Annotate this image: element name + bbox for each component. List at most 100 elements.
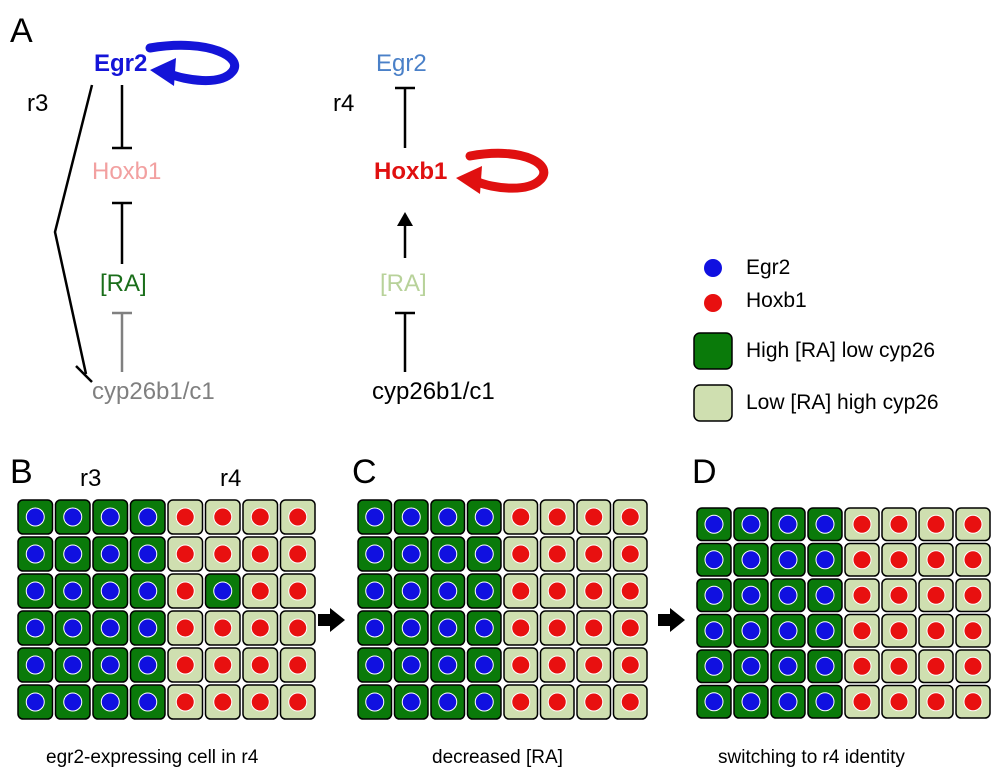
hoxb1-nucleus-b-1-7	[288, 544, 308, 564]
egr2-nucleus-b-5-2	[100, 692, 120, 712]
egr2-nucleus-b-0-1	[63, 507, 83, 527]
hoxb1-nucleus-c-3-4	[511, 618, 531, 638]
hoxb1-nucleus-b-3-7	[288, 618, 308, 638]
panel-label-c: C	[352, 453, 377, 491]
hoxb1-nucleus-d-1-5	[889, 550, 909, 570]
egr2-nucleus-b-1-2	[100, 544, 120, 564]
egr2-nucleus-d-2-0	[704, 585, 724, 605]
hoxb1-nucleus-c-0-7	[620, 507, 640, 527]
grid-c-caption: decreased [RA]	[432, 747, 563, 768]
egr2-nucleus-d-3-0	[704, 621, 724, 641]
egr2-nucleus-d-4-2	[778, 656, 798, 676]
egr2-nucleus-d-3-1	[741, 621, 761, 641]
transition-arrow-c-to-d	[658, 608, 685, 632]
egr2-nucleus-d-4-3	[815, 656, 835, 676]
egr2-nucleus-b-2-5	[213, 581, 233, 601]
hoxb1-nucleus-c-0-4	[511, 507, 531, 527]
panel-label-b: B	[10, 453, 33, 491]
r3-hoxb1-label: Hoxb1	[92, 158, 162, 185]
egr2-nucleus-c-1-1	[401, 544, 421, 564]
egr2-autoregulation-arrow	[145, 40, 239, 86]
egr2-nucleus-d-1-0	[704, 550, 724, 570]
hoxb1-nucleus-d-1-4	[852, 550, 872, 570]
hoxb1-nucleus-c-2-6	[584, 581, 604, 601]
legend-egr2-dot	[704, 259, 722, 277]
hoxb1-nucleus-c-5-5	[547, 692, 567, 712]
egr2-nucleus-b-2-3	[138, 581, 158, 601]
grid-b-caption: egr2-expressing cell in r4	[46, 747, 259, 768]
hoxb1-inhibits-egr2	[395, 86, 415, 148]
hoxb1-nucleus-c-4-7	[620, 655, 640, 675]
hoxb1-nucleus-b-3-6	[250, 618, 270, 638]
hoxb1-nucleus-d-5-6	[926, 692, 946, 712]
egr2-nucleus-d-0-3	[815, 514, 835, 534]
r4-cyp-label: cyp26b1/c1	[372, 378, 495, 405]
hoxb1-nucleus-c-5-4	[511, 692, 531, 712]
hoxb1-nucleus-b-4-6	[250, 655, 270, 675]
hoxb1-nucleus-d-3-5	[889, 621, 909, 641]
egr2-nucleus-c-4-2	[438, 655, 458, 675]
cell-grid-b	[17, 499, 316, 720]
hoxb1-nucleus-d-4-4	[852, 656, 872, 676]
egr2-nucleus-c-2-0	[365, 581, 385, 601]
egr2-nucleus-b-3-0	[25, 618, 45, 638]
hoxb1-nucleus-d-5-4	[852, 692, 872, 712]
hoxb1-nucleus-d-0-5	[889, 514, 909, 534]
egr2-nucleus-b-1-1	[63, 544, 83, 564]
hoxb1-nucleus-c-4-5	[547, 655, 567, 675]
egr2-nucleus-d-3-2	[778, 621, 798, 641]
egr2-nucleus-c-2-1	[401, 581, 421, 601]
egr2-nucleus-d-2-1	[741, 585, 761, 605]
legend-hoxb1-dot	[704, 294, 722, 312]
egr2-nucleus-d-4-0	[704, 656, 724, 676]
hoxb1-nucleus-d-0-7	[963, 514, 983, 534]
hoxb1-nucleus-d-4-5	[889, 656, 909, 676]
hoxb1-nucleus-c-0-6	[584, 507, 604, 527]
hoxb1-nucleus-b-2-6	[250, 581, 270, 601]
hoxb1-nucleus-b-3-4	[175, 618, 195, 638]
legend-low-ra-text: Low [RA] high cyp26	[746, 391, 939, 414]
hoxb1-nucleus-d-1-6	[926, 550, 946, 570]
cell-grid-d	[696, 507, 991, 719]
egr2-nucleus-b-4-0	[25, 655, 45, 675]
hoxb1-autoregulation-arrow	[456, 148, 549, 194]
egr2-nucleus-c-2-3	[474, 581, 494, 601]
egr2-nucleus-b-2-2	[100, 581, 120, 601]
egr2-nucleus-b-2-0	[25, 581, 45, 601]
hoxb1-nucleus-d-4-7	[963, 656, 983, 676]
r3-egr2-label: Egr2	[94, 50, 148, 77]
hoxb1-nucleus-c-0-5	[547, 507, 567, 527]
egr2-nucleus-d-0-0	[704, 514, 724, 534]
egr2-nucleus-b-4-2	[100, 655, 120, 675]
egr2-nucleus-c-2-2	[438, 581, 458, 601]
egr2-nucleus-c-3-3	[474, 618, 494, 638]
legend-low-ra-swatch	[693, 384, 733, 422]
hoxb1-nucleus-d-2-4	[852, 585, 872, 605]
egr2-nucleus-b-4-3	[138, 655, 158, 675]
hoxb1-nucleus-b-1-4	[175, 544, 195, 564]
hoxb1-nucleus-c-2-4	[511, 581, 531, 601]
hoxb1-nucleus-b-4-4	[175, 655, 195, 675]
egr2-nucleus-c-0-0	[365, 507, 385, 527]
egr2-nucleus-d-2-3	[815, 585, 835, 605]
hoxb1-nucleus-c-5-6	[584, 692, 604, 712]
egr2-nucleus-b-3-3	[138, 618, 158, 638]
hoxb1-nucleus-b-0-6	[250, 507, 270, 527]
egr2-nucleus-d-1-3	[815, 550, 835, 570]
hoxb1-nucleus-c-1-6	[584, 544, 604, 564]
egr2-nucleus-c-3-1	[401, 618, 421, 638]
ra-inhibits-hoxb1-left	[112, 201, 132, 264]
hoxb1-nucleus-b-1-5	[213, 544, 233, 564]
panel-label-d: D	[692, 453, 717, 491]
egr2-nucleus-b-5-0	[25, 692, 45, 712]
hoxb1-nucleus-c-1-4	[511, 544, 531, 564]
egr2-nucleus-c-5-2	[438, 692, 458, 712]
r4-hoxb1-label: Hoxb1	[374, 158, 448, 185]
egr2-nucleus-c-1-0	[365, 544, 385, 564]
egr2-nucleus-b-0-2	[100, 507, 120, 527]
hoxb1-nucleus-d-0-6	[926, 514, 946, 534]
egr2-nucleus-d-1-1	[741, 550, 761, 570]
cyp-inhibits-ra-left	[112, 311, 132, 372]
egr2-nucleus-b-5-1	[63, 692, 83, 712]
egr2-nucleus-c-0-3	[474, 507, 494, 527]
